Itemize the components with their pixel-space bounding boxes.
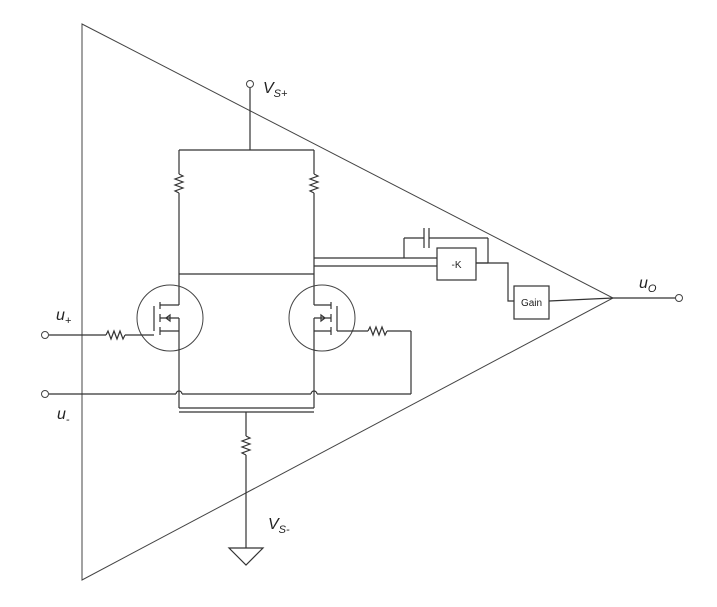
vs-minus-label: VS- — [268, 516, 290, 536]
vs-plus-terminal — [179, 80, 314, 151]
right-mosfet — [288, 284, 356, 394]
vs-plus-label: VS+ — [263, 80, 288, 100]
right-load-resistor — [308, 150, 320, 298]
source-bus — [178, 394, 315, 436]
right-gate-loop — [337, 325, 412, 394]
u-minus-input — [41, 390, 411, 398]
gain-to-output-wire — [548, 297, 614, 302]
opamp-triangle-outline — [81, 23, 615, 581]
uo-label: uO — [639, 275, 657, 295]
k-to-gain-wire — [476, 262, 514, 302]
left-load-resistor — [173, 150, 185, 298]
neg-k-block: -K — [436, 247, 477, 281]
u-plus-input — [41, 329, 154, 341]
output-terminal — [613, 294, 683, 302]
u-minus-label: u- — [57, 406, 70, 426]
u-plus-label: u+ — [56, 307, 72, 327]
gain-block: Gain — [513, 285, 550, 320]
tail-resistor — [240, 435, 252, 548]
neg-k-label: -K — [452, 260, 462, 271]
left-mosfet — [136, 284, 204, 394]
vs-minus-symbol — [227, 547, 265, 566]
gain-label: Gain — [521, 298, 542, 309]
drain-to-k-wires — [314, 257, 437, 267]
